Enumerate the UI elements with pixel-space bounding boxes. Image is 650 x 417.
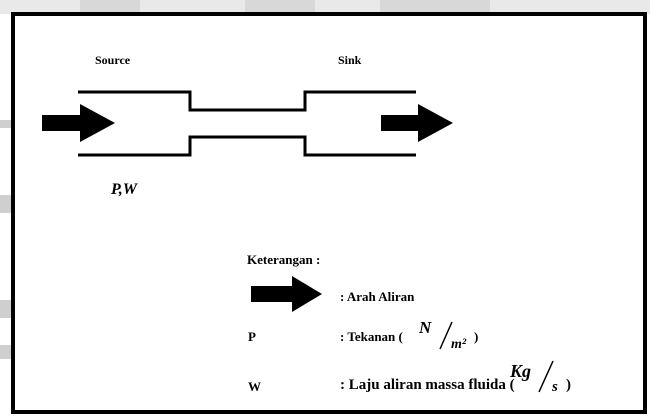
pressure-unit-denominator: m² <box>451 337 467 352</box>
left-background-strip <box>0 345 12 359</box>
inlet-flow-arrow <box>42 104 115 142</box>
legend-symbol-w: W <box>248 379 261 394</box>
background-streak <box>80 0 140 14</box>
legend-title: Keterangan : <box>247 252 321 267</box>
pressure-close-paren: ) <box>474 329 479 344</box>
source-label: Source <box>95 53 131 67</box>
pipe-top-wall <box>78 90 416 112</box>
legend-symbol-p: P <box>248 329 256 344</box>
pressure-unit-numerator: N <box>419 318 432 337</box>
massflow-unit-denominator: s <box>552 379 558 395</box>
top-background-band <box>0 0 650 14</box>
massflow-close-paren: ) <box>566 377 571 393</box>
background-streak <box>245 0 315 14</box>
diagram-frame <box>11 12 647 414</box>
background-streak <box>380 0 490 14</box>
legend-arrow-desc: : Arah Aliran <box>340 289 415 304</box>
outlet-flow-arrow <box>381 104 453 142</box>
pressure-desc-text: : Tekanan ( <box>340 329 403 344</box>
left-background-strip <box>0 195 12 213</box>
left-background-strip <box>0 120 12 128</box>
arrow-icon <box>251 276 322 312</box>
sink-label: Sink <box>338 53 362 67</box>
legend-pressure-desc: : Tekanan ( <box>340 329 403 345</box>
massflow-unit-numerator: Kg <box>510 361 532 381</box>
inlet-variables-label: P,W <box>111 181 137 198</box>
left-background-strip <box>0 300 12 318</box>
pipe-bottom-wall <box>78 135 416 157</box>
legend-massflow-desc: : Laju aliran massa fluida ( <box>340 377 515 393</box>
